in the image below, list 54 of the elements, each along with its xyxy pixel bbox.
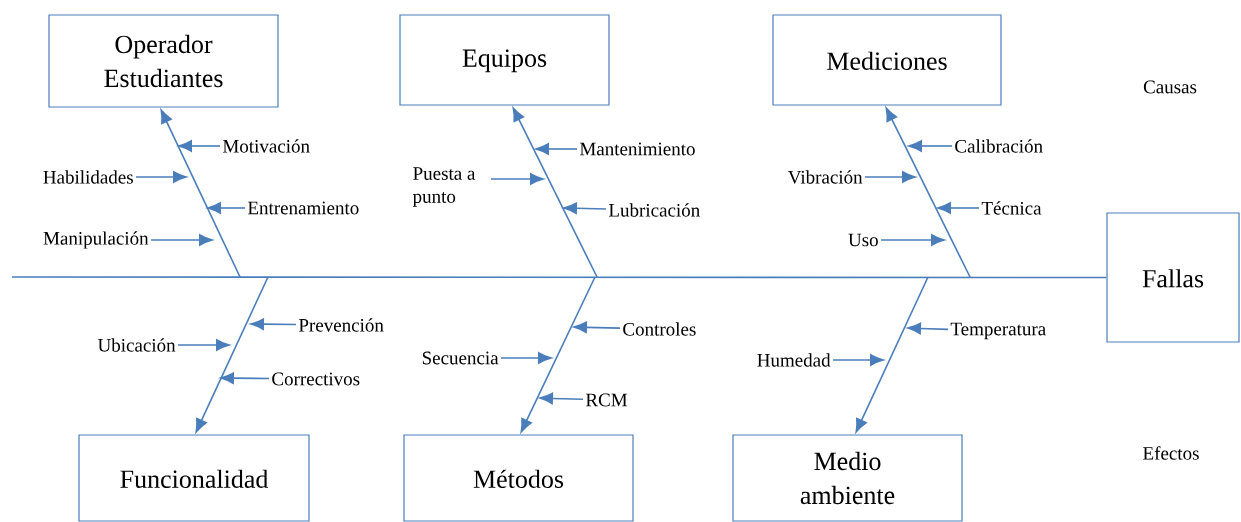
cause-text: Puesta a punto [412,167,476,207]
arrow [539,392,584,405]
category-box: Medio ambiente [732,434,963,522]
arrow [220,372,270,384]
cause-text: Temperatura [950,322,1046,340]
arrow [864,171,916,183]
cause-text: Motivación [222,139,310,153]
arrow [490,173,544,185]
arrow [207,202,246,214]
bone-arrow [855,276,929,433]
bone-arrow [160,109,241,278]
cause-text: Vibración [788,170,863,184]
side-label: Causas [1143,80,1197,94]
arrow [250,318,297,330]
category-box: Mediciones [772,14,1002,106]
spine-line [11,276,1108,279]
cause-text: Lubricación [608,203,700,217]
category-box: Equipos [399,14,610,106]
cause-text: Prevención [298,318,384,332]
side-label: Efectos [1143,446,1199,460]
arrow [573,321,621,334]
cause-text: Entrenamiento [247,201,359,215]
cause-text: Controles [623,322,696,336]
arrow [150,234,213,246]
arrow [563,202,607,215]
bone-arrow [195,276,269,433]
cause-text: Secuencia [422,351,499,365]
bone-arrow [520,276,596,433]
arrow [178,140,221,152]
arrow [880,234,945,246]
cause-text: RCM [585,393,628,407]
arrow [500,352,552,364]
cause-text: Ubicación [97,338,176,352]
arrow [135,171,187,183]
arrow [535,143,578,155]
cause-text: Uso [848,233,878,247]
arrow [908,140,953,152]
cause-text: Correctivos [272,372,360,386]
bone-arrow [885,107,971,278]
effect-box: Fallas [1106,212,1240,343]
cause-text: Mantenimiento [579,142,695,156]
category-box: Operador Estudiantes [48,14,279,108]
cause-text: Habilidades [43,170,133,184]
category-box: Funcionalidad [78,434,310,522]
arrow [177,339,230,351]
category-box: Métodos [403,434,634,522]
arrow [937,202,980,214]
arrow [832,354,884,366]
cause-text: Calibración [955,139,1043,153]
cause-text: Humedad [757,353,831,367]
arrow [907,322,949,335]
cause-text: Manipulación [43,231,149,249]
bone-arrow [512,107,598,278]
cause-text: Técnica [981,201,1042,215]
